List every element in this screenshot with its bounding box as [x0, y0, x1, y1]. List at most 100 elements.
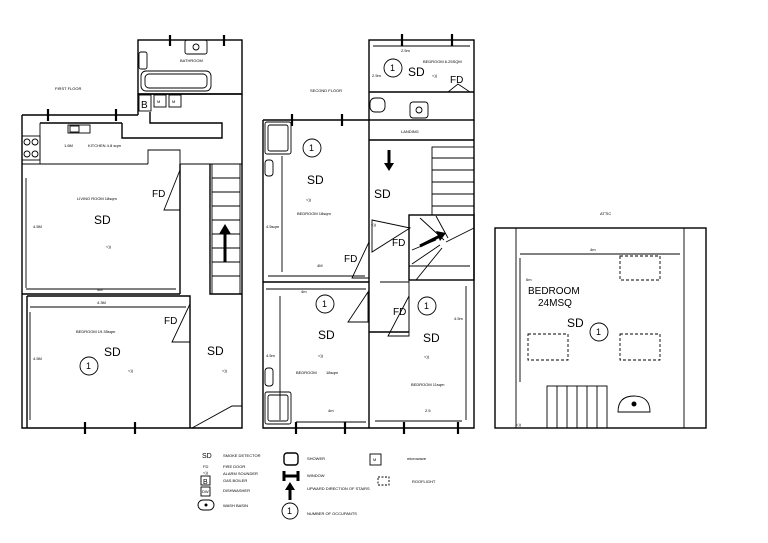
landing-fire-door	[371, 219, 412, 253]
first-floor-outer-walls	[21, 94, 243, 429]
first-floor-title: FIRST FLOOR	[55, 86, 81, 91]
top-left-bedroom-shower-icon	[264, 121, 292, 155]
attic-rooflight-2	[527, 333, 569, 361]
legend-rooflight: ROOFLIGHT	[412, 479, 436, 484]
kitchen-sink-bowl-icon	[69, 125, 80, 133]
legend-alarm-key: <))	[203, 470, 209, 475]
legend-boiler-icon	[200, 475, 211, 486]
top-bedroom-smoke-detector: SD	[408, 65, 425, 79]
first-floor-bedroom-alarm-sounder: <))	[128, 368, 134, 373]
second-floor-title: SECOND FLOOR	[310, 88, 342, 93]
first-floor-bedroom-walls	[27, 295, 191, 428]
bottom-left-bedroom-fire-door	[347, 290, 369, 323]
top-left-bedroom-height: 4.5sqm	[266, 224, 280, 229]
landing-label: LANDING	[401, 129, 419, 134]
legend-occupants-key: 1	[287, 506, 292, 516]
top-bedroom-height: 2.5m	[372, 73, 382, 78]
first-floor-hall-smoke-detector: SD	[207, 344, 224, 358]
top-left-bedroom-basin-icon	[264, 159, 274, 177]
legend-rooflight-icon	[377, 476, 390, 486]
front-door-swing	[191, 405, 242, 429]
attic-occupants: 1	[596, 327, 601, 337]
bottom-right-bedroom-fire-door-label: FD	[393, 307, 406, 318]
legend-dishwasher: DISHWASHER	[223, 488, 250, 493]
landing-fire-door-label: FD	[392, 238, 405, 249]
attic-plan: ATTIC 4m 6m BEDROOM 24MSQ SD 1 <))	[494, 211, 707, 429]
top-bedroom-occupants: 1	[390, 63, 395, 73]
first-floor-bedroom-smoke-detector: SD	[104, 345, 121, 359]
bath-tub-inner-icon	[144, 73, 208, 89]
legend-window-icon	[282, 471, 300, 481]
legend-microwave-icon	[369, 453, 382, 466]
top-bedroom-alarm-sounder: <))	[432, 73, 438, 78]
top-left-bedroom-label: BEDROOM 18sqm	[297, 211, 331, 216]
legend-stairs-arrow-icon	[285, 482, 295, 500]
top-left-bedroom-fire-door	[351, 241, 370, 279]
bottom-left-bedroom-bottom-width: 4m	[328, 408, 334, 413]
top-bedroom-width: 2.5m	[401, 48, 411, 53]
second-floor-toilet-icon	[369, 97, 386, 113]
first-floor-stairs	[211, 163, 241, 295]
landing-smoke-detector: SD	[374, 187, 391, 201]
top-bedroom-label: BEDROOM 6.25SQM	[423, 59, 462, 64]
attic-rooflight-1	[619, 255, 661, 281]
second-floor-basin-icon	[409, 101, 429, 119]
top-left-bedroom-alarm-sounder: <))	[306, 197, 312, 202]
kitchen-doorway	[147, 149, 181, 164]
first-floor-hall-alarm-sounder: <))	[222, 368, 228, 373]
attic-width: 4m	[590, 247, 596, 252]
kitchen-sink-icon	[67, 124, 91, 134]
bottom-left-bedroom-occupants-icon	[315, 294, 335, 314]
legend-sd-key: SD	[202, 453, 212, 460]
bottom-left-bedroom-smoke-detector: SD	[318, 328, 335, 342]
bottom-right-bedroom-label: BEDROOM 11sqm	[411, 382, 445, 387]
legend-boiler: GAS BOILER	[223, 478, 247, 483]
living-room-fire-door-label: FD	[152, 189, 165, 200]
first-floor-bedroom-height: 4.5M	[33, 356, 42, 361]
living-room-fire-door	[163, 169, 181, 211]
legend: SD SMOKE DETECTOR FD FIRE DOOR <)) ALARM…	[197, 452, 436, 520]
legend-stairs: UPWARD DIRECTION OF STAIRS	[307, 486, 370, 491]
first-floor-bedroom-label: BEDROOM 19.35sqm	[76, 329, 116, 334]
legend-sd: SMOKE DETECTOR	[223, 453, 261, 458]
bottom-right-bedroom-smoke-detector: SD	[423, 331, 440, 345]
first-floor-bedroom-fire-door	[171, 303, 191, 343]
top-left-bedroom-smoke-detector: SD	[307, 173, 324, 187]
kitchen-dimension: 1.6M	[64, 143, 73, 148]
first-floor-bedroom-fire-door-label: FD	[164, 316, 177, 327]
bathroom-label: BATHROOM	[180, 58, 203, 63]
living-room-alarm-sounder: <))	[106, 244, 112, 249]
legend-dishwasher-key: DW	[202, 489, 209, 494]
top-bedroom-walls	[368, 39, 475, 121]
bathroom-toilet-icon	[138, 51, 148, 70]
legend-fd-key: FD	[203, 464, 208, 469]
legend-fd: FIRE DOOR	[223, 464, 245, 469]
bottom-left-bedroom-occupants: 1	[322, 299, 327, 309]
bottom-right-bedroom-alarm-sounder: <))	[424, 354, 430, 359]
bottom-left-bedroom-basin-icon	[264, 367, 274, 387]
bath-tub-icon	[140, 70, 212, 92]
gas-boiler-label: B	[141, 100, 148, 111]
attic-alarm-sounder: <))	[516, 422, 522, 427]
attic-stairs	[546, 385, 608, 429]
bottom-right-bedroom-occupants: 1	[424, 301, 429, 311]
top-left-bedroom-occupants-icon	[302, 138, 322, 158]
second-floor-stairs	[408, 146, 475, 281]
living-room-width: 4M	[97, 287, 103, 292]
microwave-icon-1	[153, 94, 167, 108]
living-room-label: LIVING ROOM 18sqm	[77, 196, 117, 201]
top-left-bedroom-fire-door-label: FD	[344, 254, 357, 265]
top-bedroom-occupants-icon	[383, 58, 403, 78]
gas-boiler-icon	[138, 94, 152, 112]
legend-boiler-key: B	[203, 479, 208, 486]
legend-dishwasher-icon	[200, 486, 211, 497]
attic-title: ATTIC	[600, 211, 611, 216]
first-floor-bedroom-occupants-icon	[79, 356, 99, 376]
attic-occupants-icon	[589, 322, 609, 342]
bottom-left-bedroom-label: BEDROOM	[296, 370, 317, 375]
bottom-right-bedroom-width: 2.5	[425, 408, 431, 413]
first-floor-bedroom-occupants: 1	[86, 361, 91, 371]
bottom-left-bedroom-height: 4.5m	[266, 353, 276, 358]
legend-alarm: ALARM SOUNDER	[223, 471, 258, 476]
